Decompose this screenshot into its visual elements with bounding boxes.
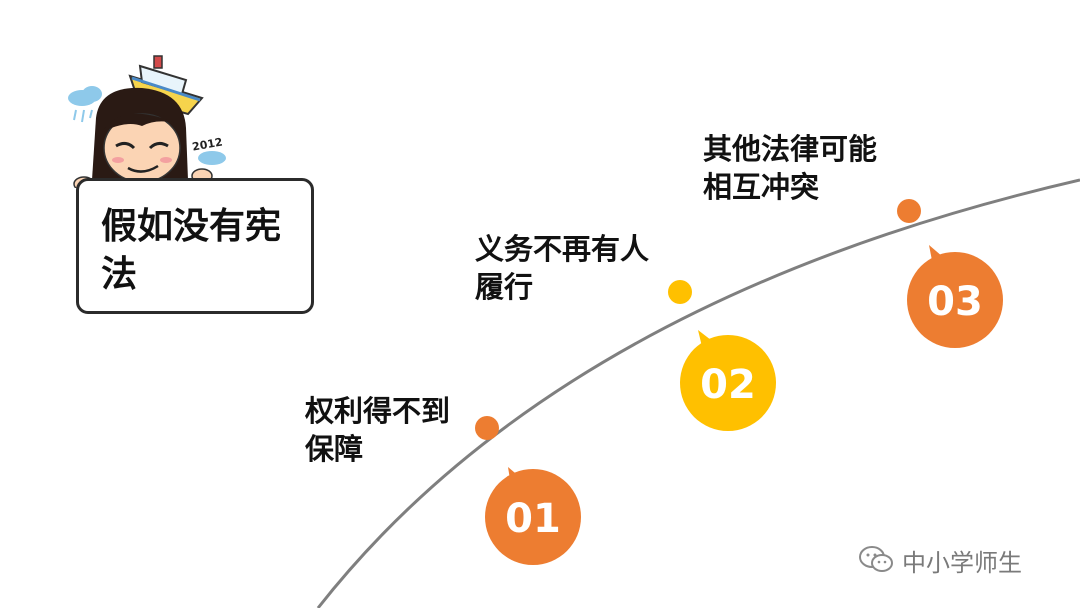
cartoon-girl-illustration: 2012 [62, 48, 232, 188]
step-number-3: 03 [927, 279, 983, 325]
step-caption-3: 其他法律可能 相互冲突 [703, 130, 877, 206]
step-caption-1-line1: 权利得不到 [305, 392, 450, 430]
title-card: 假如没有宪法 [76, 178, 314, 314]
step-caption-2-line1: 义务不再有人 [475, 230, 649, 268]
step-bubble-1: 01 [478, 462, 588, 572]
step-number-1: 01 [505, 496, 561, 542]
title-card-text: 假如没有宪法 [101, 203, 311, 299]
watermark: 中小学师生 [858, 540, 1022, 580]
step-caption-1: 权利得不到 保障 [305, 392, 450, 468]
step-caption-3-line1: 其他法律可能 [703, 130, 877, 168]
watermark-text: 中小学师生 [902, 543, 1022, 578]
step-bubble-3: 03 [900, 240, 1010, 355]
step-bubble-2: 02 [673, 325, 783, 438]
step-caption-2-line2: 履行 [475, 268, 649, 306]
year-badge-text: 2012 [191, 135, 223, 153]
wechat-icon [858, 545, 894, 575]
step-caption-1-line2: 保障 [305, 430, 450, 468]
timeline-dot-2 [668, 280, 692, 304]
timeline-dot-1 [475, 416, 499, 440]
timeline-dot-3 [897, 199, 921, 223]
step-caption-3-line2: 相互冲突 [703, 168, 877, 206]
step-caption-2: 义务不再有人 履行 [475, 230, 649, 306]
step-number-2: 02 [700, 362, 756, 408]
year-badge: 2012 [191, 135, 226, 165]
